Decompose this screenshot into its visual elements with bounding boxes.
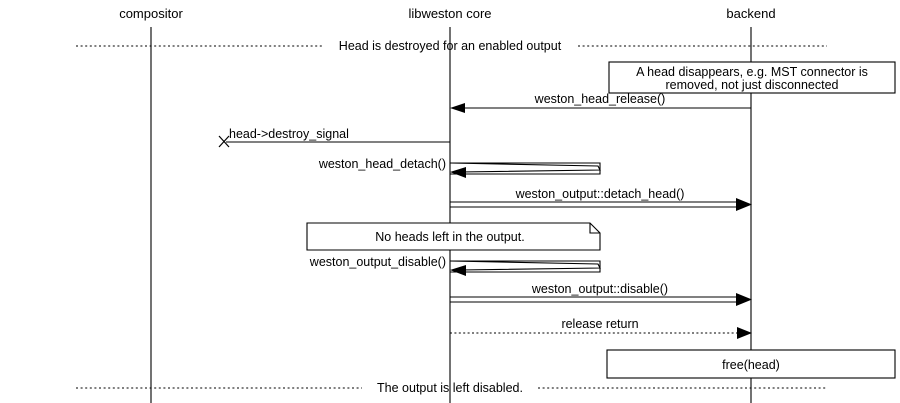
note-free-head: free(head) bbox=[606, 349, 896, 379]
message-weston-head-release-arrowhead bbox=[450, 103, 465, 113]
note-no-heads-left-rect bbox=[306, 222, 601, 251]
message-weston-output-detach-head: weston_output::detach_head() bbox=[450, 187, 752, 211]
message-weston-head-detach-label: weston_head_detach() bbox=[318, 157, 446, 171]
note-no-heads-left: No heads left in the output. bbox=[306, 222, 601, 251]
message-release-return-arrowhead bbox=[737, 327, 752, 339]
separator-top-label: Head is destroyed for an enabled output bbox=[339, 39, 562, 53]
separator-bottom: The output is left disabled. bbox=[76, 381, 827, 395]
message-weston-output-disable-call: weston_output_disable() bbox=[309, 255, 601, 276]
message-release-return-label: release return bbox=[561, 317, 638, 331]
message-weston-output-detach-head-arrowhead bbox=[736, 198, 752, 211]
separator-bottom-label: The output is left disabled. bbox=[377, 381, 523, 395]
message-head-destroy-signal: head->destroy_signal bbox=[218, 127, 450, 148]
message-release-return: release return bbox=[450, 317, 752, 339]
note-mst-connector-line-1: A head disappears, e.g. MST connector is bbox=[636, 65, 868, 79]
note-mst-connector-rect bbox=[608, 61, 896, 94]
message-weston-output-disable: weston_output::disable() bbox=[450, 282, 752, 306]
note-mst-connector-line-2: removed, not just disconnected bbox=[665, 78, 838, 92]
message-weston-output-disable-call-arrowhead bbox=[450, 265, 466, 276]
message-weston-head-detach: weston_head_detach() bbox=[318, 157, 601, 178]
note-free-head-rect bbox=[606, 349, 896, 379]
note-no-heads-left-fold-icon bbox=[589, 223, 600, 234]
lifeline-label-compositor: compositor bbox=[119, 6, 183, 21]
separator-top: Head is destroyed for an enabled output bbox=[76, 39, 827, 53]
message-weston-head-release-label: weston_head_release() bbox=[534, 92, 666, 106]
lifeline-label-backend: backend bbox=[726, 6, 775, 21]
message-weston-output-disable-label: weston_output::disable() bbox=[531, 282, 668, 296]
message-weston-head-release: weston_head_release() bbox=[450, 92, 751, 113]
lifeline-compositor: compositor bbox=[119, 6, 183, 403]
message-weston-output-disable-call-wedge-taper bbox=[449, 260, 601, 271]
message-weston-head-detach-wedge-taper bbox=[449, 162, 601, 173]
lifeline-label-libweston-core: libweston core bbox=[408, 6, 491, 21]
message-weston-output-disable-call-wedge-upper bbox=[450, 260, 601, 273]
note-free-head-label: free(head) bbox=[722, 358, 780, 372]
message-head-destroy-signal-label: head->destroy_signal bbox=[229, 127, 349, 141]
message-head-destroy-signal-x-icon-stroke-2 bbox=[218, 135, 230, 148]
note-no-heads-left-label: No heads left in the output. bbox=[375, 230, 524, 244]
message-weston-output-disable-arrowhead bbox=[736, 293, 752, 306]
message-weston-output-disable-call-label: weston_output_disable() bbox=[309, 255, 446, 269]
message-weston-output-detach-head-label: weston_output::detach_head() bbox=[515, 187, 685, 201]
message-weston-head-detach-wedge-upper bbox=[450, 162, 601, 175]
note-mst-connector: A head disappears, e.g. MST connector is… bbox=[608, 61, 896, 94]
lifeline-libweston-core: libweston core bbox=[408, 6, 492, 403]
message-weston-head-detach-arrowhead bbox=[450, 167, 466, 178]
